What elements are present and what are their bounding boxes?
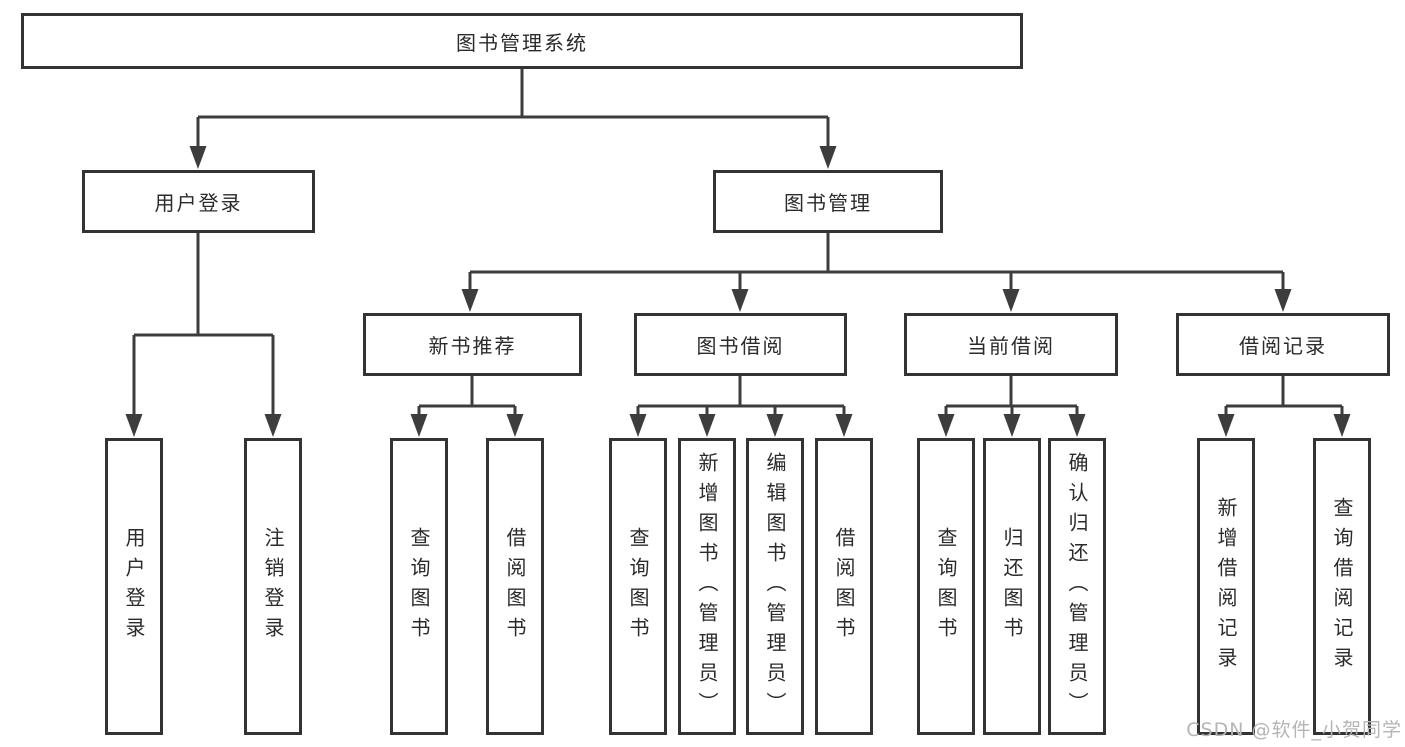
node-new-book-recommendation: 新书推荐	[363, 313, 582, 376]
leaf-query-books-borrowing: 查询图书	[609, 438, 667, 735]
leaf-borrow-books-borrowing: 借阅图书	[815, 438, 873, 735]
leaf-user-login: 用户登录	[105, 438, 163, 735]
node-user-login: 用户登录	[82, 170, 315, 233]
leaf-add-book-admin: 新增图书（管理员）	[678, 438, 736, 735]
node-current-borrowing-label: 当前借阅	[967, 334, 1055, 358]
leaf-query-books-recommend: 查询图书	[390, 438, 448, 735]
leaf-logout-label: 注销登录	[261, 526, 285, 647]
leaf-return-books-label: 归还图书	[1000, 526, 1024, 647]
watermark: CSDN @软件_小贺同学	[1186, 719, 1402, 741]
leaf-confirm-return-admin: 确认归还（管理员）	[1048, 438, 1106, 735]
leaf-confirm-return-admin-label: 确认归还（管理员）	[1065, 451, 1089, 722]
leaf-return-books: 归还图书	[983, 438, 1041, 735]
leaf-edit-book-admin-label: 编辑图书（管理员）	[763, 451, 787, 722]
leaf-add-book-admin-label: 新增图书（管理员）	[695, 451, 719, 722]
node-borrowing-records: 借阅记录	[1176, 313, 1390, 376]
node-borrowing-records-label: 借阅记录	[1239, 334, 1327, 358]
node-book-management: 图书管理	[713, 170, 943, 233]
arrowheads	[125, 146, 1351, 437]
leaf-logout: 注销登录	[244, 438, 302, 735]
leaf-query-books-current: 查询图书	[917, 438, 975, 735]
node-book-management-label: 图书管理	[784, 191, 872, 215]
leaf-borrow-books-recommend: 借阅图书	[486, 438, 544, 735]
node-root: 图书管理系统	[21, 13, 1023, 69]
leaf-query-borrow-record-label: 查询借阅记录	[1330, 496, 1354, 677]
node-book-borrowing: 图书借阅	[634, 313, 847, 376]
node-new-book-recommendation-label: 新书推荐	[428, 334, 517, 358]
leaf-query-books-borrowing-label: 查询图书	[626, 526, 650, 647]
leaf-add-borrow-record: 新增借阅记录	[1197, 438, 1255, 735]
leaf-user-login-label: 用户登录	[122, 526, 146, 647]
leaf-edit-book-admin: 编辑图书（管理员）	[746, 438, 804, 735]
leaf-borrow-books-borrowing-label: 借阅图书	[832, 526, 856, 647]
node-user-login-label: 用户登录	[154, 191, 243, 215]
leaf-borrow-books-recommend-label: 借阅图书	[503, 526, 527, 647]
leaf-query-books-recommend-label: 查询图书	[407, 526, 431, 647]
node-book-borrowing-label: 图书借阅	[696, 334, 785, 358]
leaf-query-books-current-label: 查询图书	[934, 526, 958, 647]
leaf-add-borrow-record-label: 新增借阅记录	[1214, 496, 1238, 677]
node-current-borrowing: 当前借阅	[904, 313, 1118, 376]
leaf-query-borrow-record: 查询借阅记录	[1313, 438, 1371, 735]
node-root-label: 图书管理系统	[456, 30, 588, 55]
